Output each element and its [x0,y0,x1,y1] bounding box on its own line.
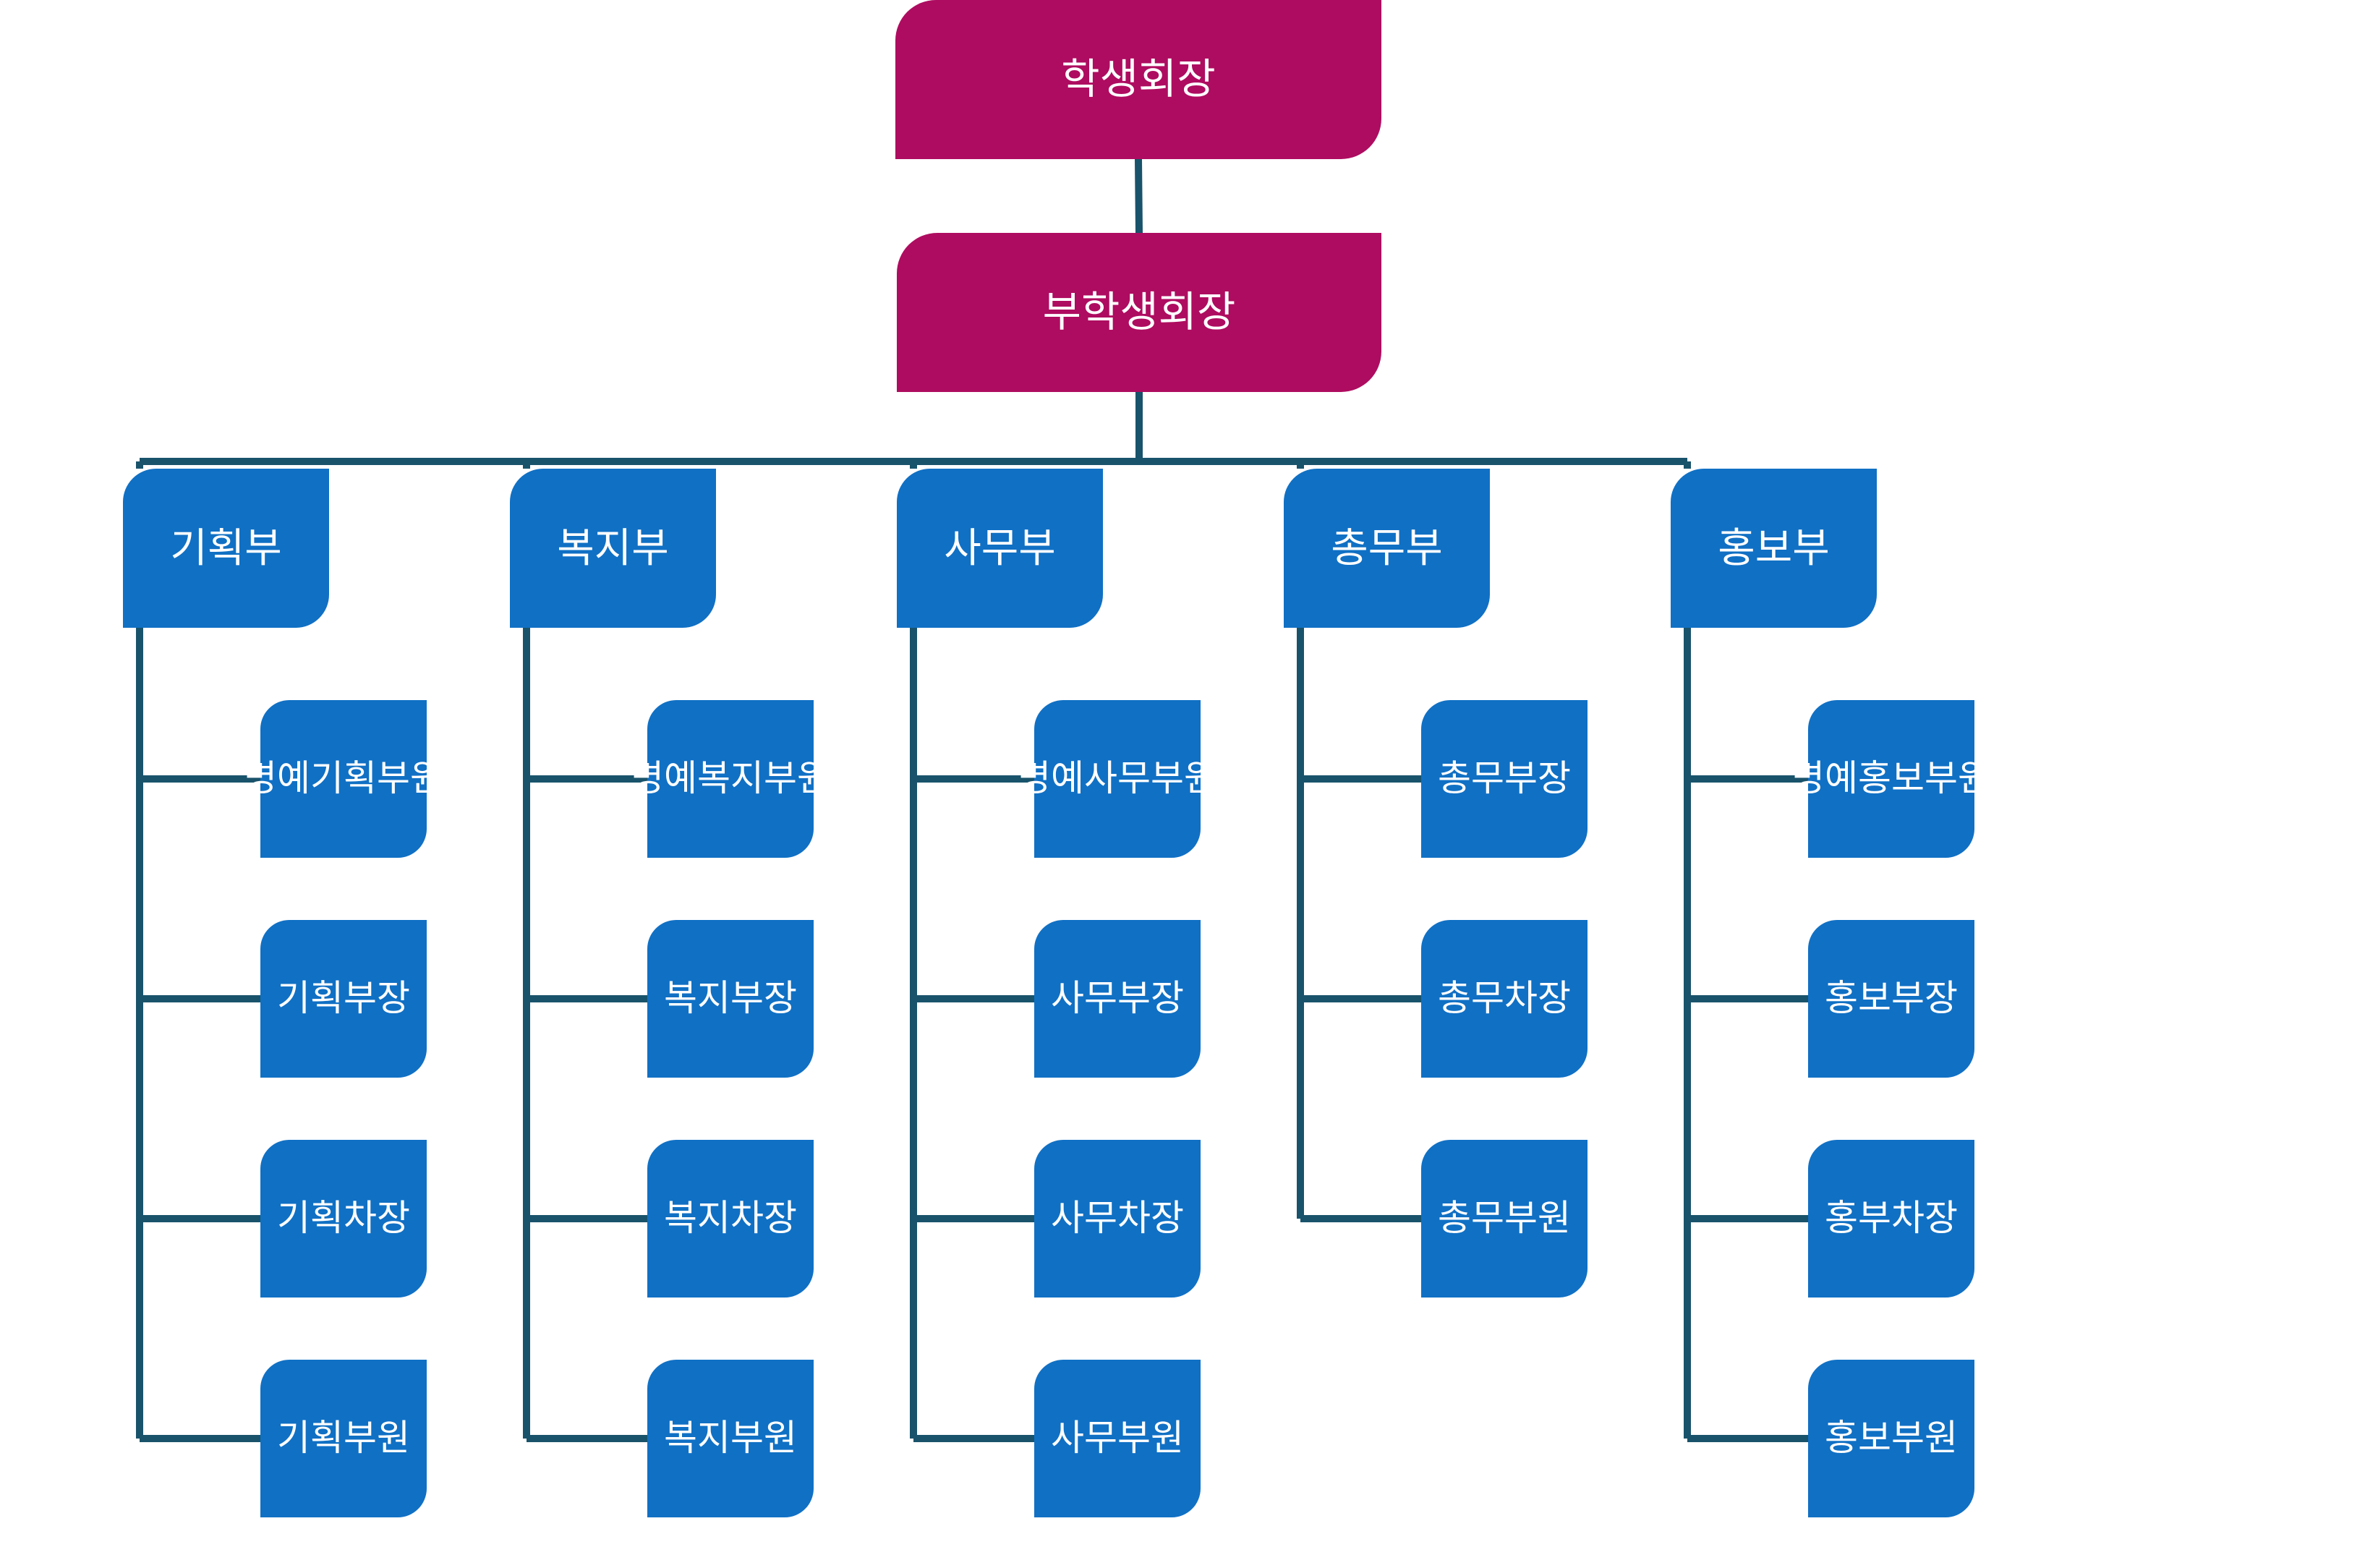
sub-node-4-2[interactable]: 홍부차장 [1808,1140,1974,1298]
department-node-4[interactable]: 홍보부 [1671,469,1877,628]
sub-node-2-2-label: 사무차장 [1051,1198,1184,1239]
sub-node-2-3-label: 사무부원 [1051,1418,1184,1459]
sub-node-1-0[interactable]: 명예복지부원 [631,700,830,858]
sub-node-0-0[interactable]: 명예기획부원 [244,700,443,858]
sub-node-4-2-label: 홍부차장 [1825,1198,1958,1239]
sub-node-0-3-label: 기획부원 [277,1418,410,1459]
sub-node-1-3[interactable]: 복지부원 [647,1360,814,1517]
sub-node-4-0-label: 명예홍보부원 [1791,758,1991,799]
department-node-1[interactable]: 복지부 [510,469,716,628]
sub-node-0-2[interactable]: 기획차장 [260,1140,427,1298]
sub-node-4-1-label: 홍보부장 [1825,978,1958,1019]
sub-node-2-2[interactable]: 사무차장 [1034,1140,1201,1298]
sub-node-0-2-label: 기획차장 [277,1198,410,1239]
sub-node-0-0-label: 명예기획부원 [244,758,443,799]
executive-node-1[interactable]: 부학생회장 [897,233,1381,392]
sub-node-2-1-label: 사무부장 [1051,978,1184,1019]
department-node-2-label: 사무부 [944,524,1056,571]
sub-node-1-1-label: 복지부장 [664,978,797,1019]
sub-node-4-3[interactable]: 홍보부원 [1808,1360,1974,1517]
department-node-1-label: 복지부 [557,524,669,571]
department-node-3-label: 총무부 [1331,524,1443,571]
department-node-2[interactable]: 사무부 [897,469,1103,628]
department-node-0[interactable]: 기획부 [123,469,329,628]
sub-node-1-2-label: 복지차장 [664,1198,797,1239]
sub-node-3-0-label: 총무부장 [1438,758,1571,799]
sub-node-2-3[interactable]: 사무부원 [1034,1360,1201,1517]
sub-node-3-2-label: 총무부원 [1438,1198,1571,1239]
department-node-3[interactable]: 총무부 [1284,469,1490,628]
department-node-0-label: 기획부 [170,524,282,571]
sub-node-1-3-label: 복지부원 [664,1418,797,1459]
sub-node-1-0-label: 명예복지부원 [631,758,830,799]
executive-node-0[interactable]: 학생회장 [895,0,1381,159]
sub-node-2-0[interactable]: 명예사무부원 [1018,700,1217,858]
sub-node-0-3[interactable]: 기획부원 [260,1360,427,1517]
sub-node-3-0[interactable]: 총무부장 [1421,700,1588,858]
sub-node-4-1[interactable]: 홍보부장 [1808,920,1974,1078]
sub-node-1-1[interactable]: 복지부장 [647,920,814,1078]
sub-node-3-1-label: 총무차장 [1438,978,1571,1019]
executive-node-0-label: 학생회장 [1061,55,1216,103]
executive-node-1-label: 부학생회장 [1042,288,1236,336]
connector-president-to-vice [1135,158,1143,234]
sub-node-4-0[interactable]: 명예홍보부원 [1791,700,1991,858]
sub-node-1-2[interactable]: 복지차장 [647,1140,814,1298]
sub-node-2-0-label: 명예사무부원 [1018,758,1217,799]
sub-node-0-1[interactable]: 기획부장 [260,920,427,1078]
sub-node-4-3-label: 홍보부원 [1825,1418,1958,1459]
sub-node-3-1[interactable]: 총무차장 [1421,920,1588,1078]
sub-node-0-1-label: 기획부장 [277,978,410,1019]
department-node-4-label: 홍보부 [1718,524,1830,571]
sub-node-2-1[interactable]: 사무부장 [1034,920,1201,1078]
sub-node-3-2[interactable]: 총무부원 [1421,1140,1588,1298]
